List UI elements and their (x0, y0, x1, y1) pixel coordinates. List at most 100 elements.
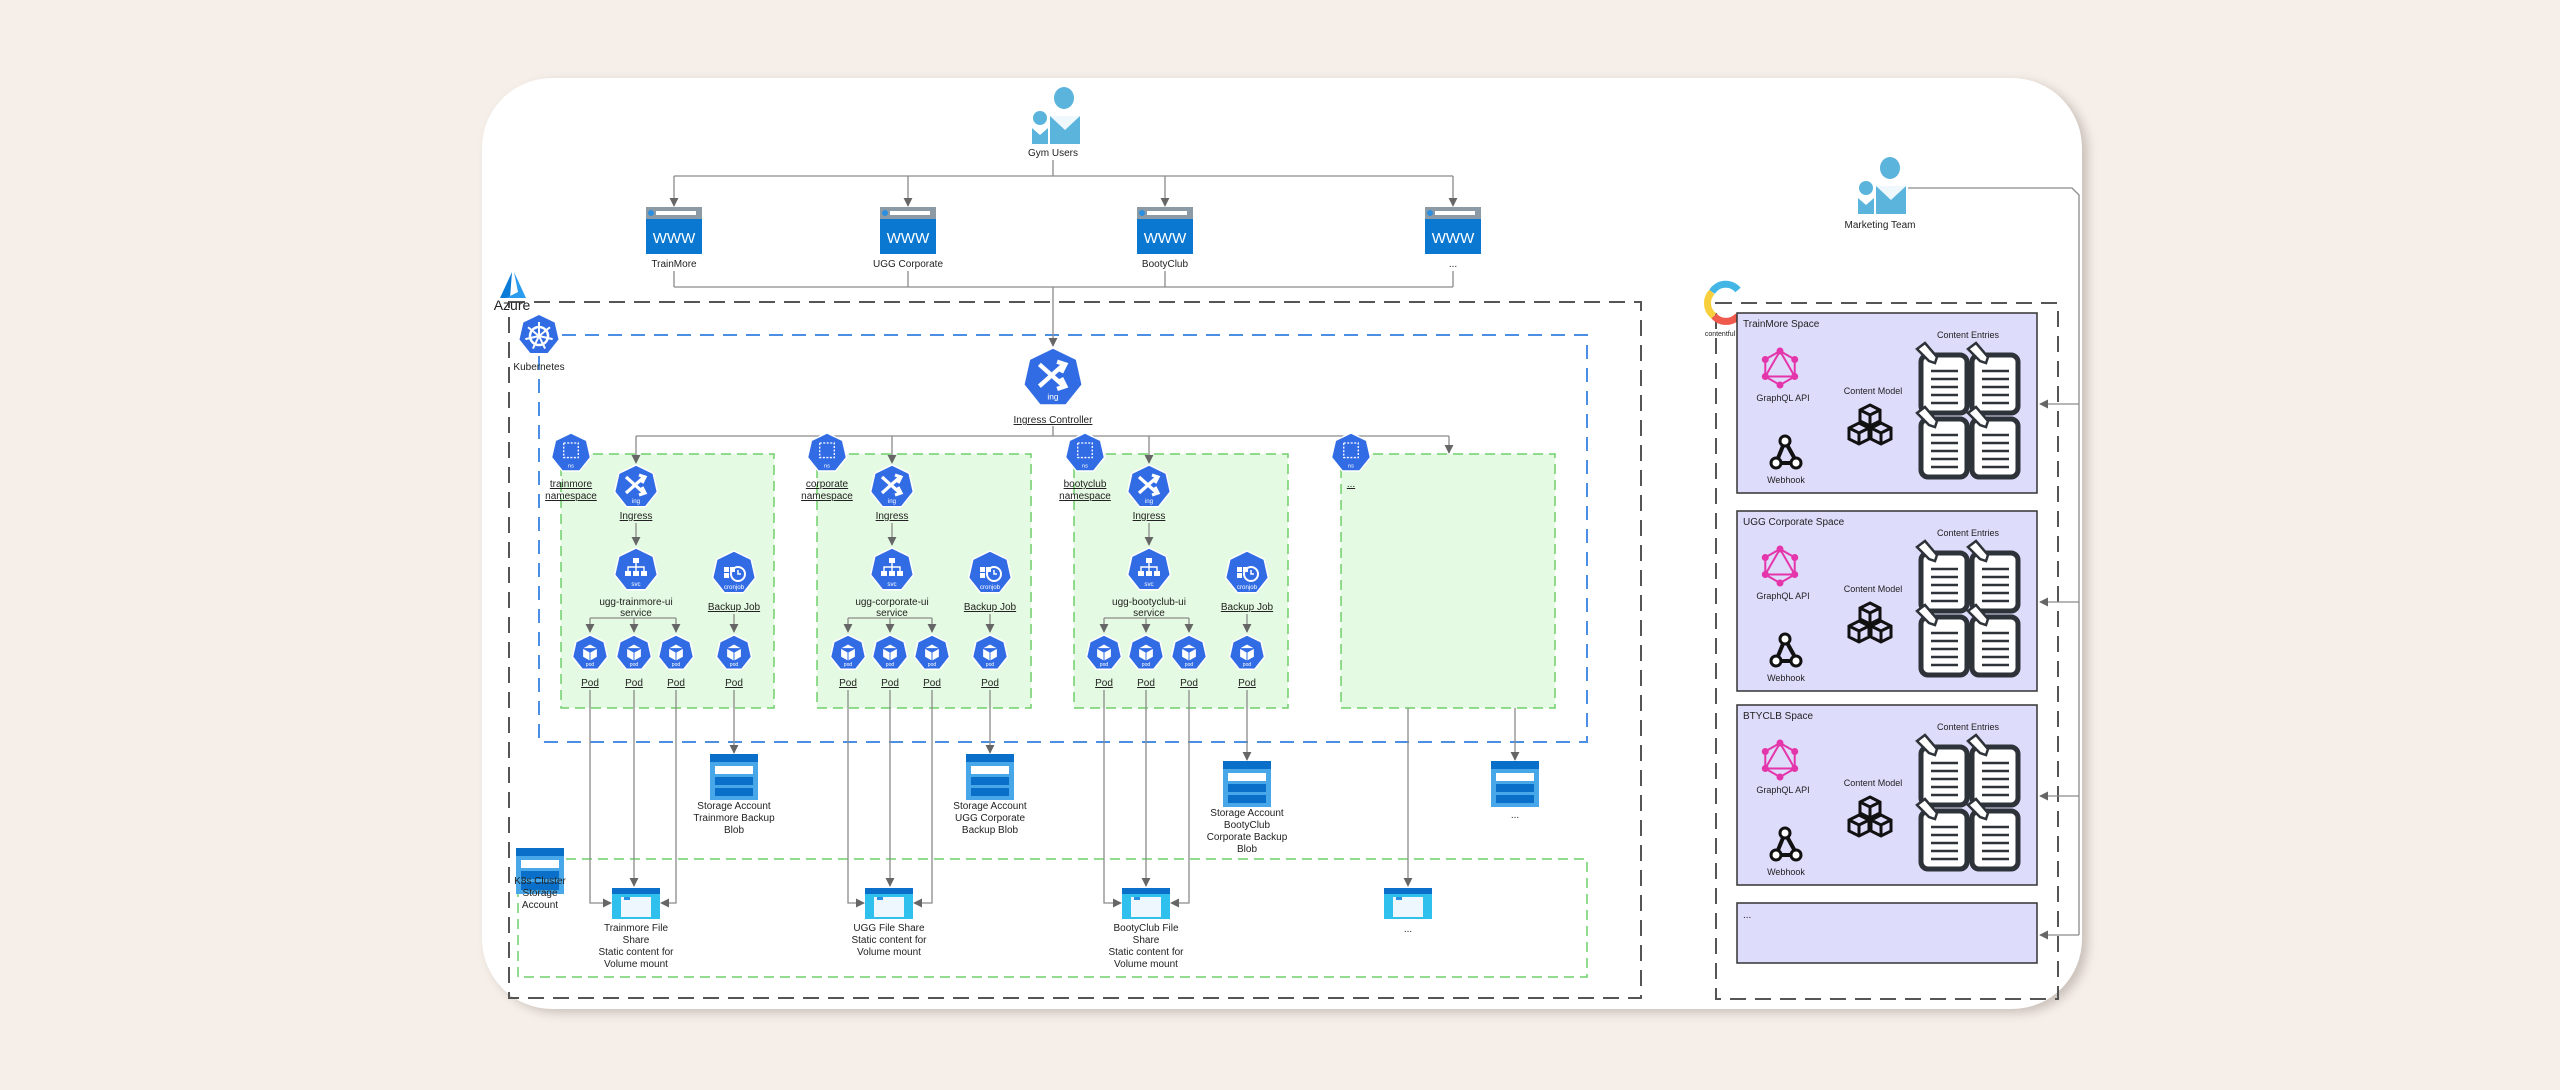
ingress-icon: ing (1126, 464, 1172, 508)
pod-label: Pod (581, 678, 599, 689)
connector (589, 690, 612, 908)
file-share-label: Share (1133, 935, 1160, 946)
www-glyph: WWW (1144, 230, 1187, 247)
namespace-label: corporate (806, 479, 849, 490)
connector (660, 690, 677, 908)
content-entry-icon (1915, 603, 1970, 678)
content-model-icon (1847, 403, 1893, 446)
contentful-label: contentful (1705, 331, 1736, 338)
namespace-label: trainmore (550, 479, 593, 490)
pod-icon: pod (1085, 634, 1123, 670)
badge-label: cronjob (980, 584, 1001, 591)
file-share-label: Static content for (1108, 947, 1184, 958)
pod-label: Pod (1095, 678, 1113, 689)
file-share-label: ... (1404, 924, 1412, 935)
storage-account-label: Corporate Backup (1207, 832, 1288, 843)
content-entry-icon (1915, 539, 1970, 614)
storage-account-icon (966, 754, 1014, 800)
content-entry-icon (1915, 341, 1970, 416)
connector (1908, 187, 2080, 935)
pod-label: Pod (625, 678, 643, 689)
content-model-label: Content Model (1844, 386, 1903, 396)
badge-label: ing (632, 498, 641, 505)
website-label: TrainMore (651, 259, 697, 270)
badge-label: pod (1100, 662, 1109, 668)
content-entry-icon (1966, 603, 2021, 678)
backup-job-icon: cronjob (1224, 550, 1270, 594)
badge-label: pod (586, 662, 595, 668)
service-label: ugg-trainmore-ui (599, 597, 672, 608)
space-title: ... (1743, 910, 1751, 921)
content-entry-icon (1915, 797, 1970, 872)
webhook-label: Webhook (1767, 475, 1805, 485)
ingress-icon: ing (869, 464, 915, 508)
content-entry-icon (1966, 539, 2021, 614)
file-share-label: UGG File Share (853, 923, 925, 934)
pod-label: Pod (839, 678, 857, 689)
badge-label: ing (1145, 498, 1154, 505)
badge-label: pod (1185, 662, 1194, 668)
pod-icon: pod (615, 634, 653, 670)
badge-label: svc (631, 581, 640, 588)
storage-account-icon (1223, 761, 1271, 807)
content-entry-icon (1915, 733, 1970, 808)
storage-account-label: BootyClub (1224, 820, 1271, 831)
azure-logo (500, 272, 526, 298)
space-title: UGG Corporate Space (1743, 517, 1845, 528)
storage-account-label: UGG Corporate (955, 813, 1025, 824)
azure-label: Azure (494, 297, 531, 313)
cluster-storage-label: K8s Cluster (514, 876, 566, 887)
namespace-label: namespace (1059, 491, 1111, 502)
storage-account-label: Blob (1237, 844, 1257, 855)
pod-icon: pod (1228, 634, 1266, 670)
pod-icon: pod (971, 634, 1009, 670)
content-model-icon (1847, 601, 1893, 644)
content-entry-icon (1966, 405, 2021, 480)
content-entry-icon (1915, 405, 1970, 480)
pod-label: Pod (923, 678, 941, 689)
pod-label: Pod (667, 678, 685, 689)
service-icon: svc (869, 547, 915, 591)
graphql-icon (1761, 545, 1799, 587)
pod-icon: pod (829, 634, 867, 670)
badge-label: ns (1082, 463, 1088, 469)
contentful-boundary (1715, 302, 2059, 1000)
file-share-icon (1384, 888, 1432, 919)
azure-boundary (508, 301, 1642, 999)
webhook-icon (1769, 434, 1803, 470)
website-label: ... (1449, 259, 1457, 270)
cluster-storage-label: Storage (522, 888, 557, 899)
namespace-icon: ns (1330, 432, 1372, 472)
badge-label: svc (887, 581, 896, 588)
file-share-label: Volume mount (1114, 959, 1178, 970)
badge-label: pod (886, 662, 895, 668)
file-share-icon (612, 888, 660, 919)
connector (1103, 690, 1122, 908)
pod-icon: pod (871, 634, 909, 670)
badge-label: ns (568, 463, 574, 469)
storage-account-label: Backup Blob (962, 825, 1019, 836)
content-model-icon (1847, 795, 1893, 838)
ingress-label: Ingress (876, 511, 909, 522)
webhook-label: Webhook (1767, 673, 1805, 683)
content-entry-icon (1966, 797, 2021, 872)
service-icon: svc (1126, 547, 1172, 591)
pod-icon: pod (571, 634, 609, 670)
namespace-icon: ns (806, 432, 848, 472)
badge-label: pod (986, 662, 995, 668)
storage-account-label: Storage Account (953, 801, 1027, 812)
backup-job-icon: cronjob (967, 550, 1013, 594)
content-entries-label: Content Entries (1937, 330, 2000, 340)
badge-label: ns (824, 463, 830, 469)
storage-account-icon (710, 754, 758, 800)
contentful-space (1736, 902, 2038, 964)
badge-label: pod (630, 662, 639, 668)
kubernetes-label: Kubernetes (513, 362, 564, 373)
namespace-label: ... (1347, 479, 1355, 490)
pod-label: Pod (881, 678, 899, 689)
badge-label: ns (1348, 463, 1354, 469)
content-entries-label: Content Entries (1937, 528, 2000, 538)
content-entries-label: Content Entries (1937, 722, 2000, 732)
graphql-icon (1761, 347, 1799, 389)
badge-label: pod (730, 662, 739, 668)
